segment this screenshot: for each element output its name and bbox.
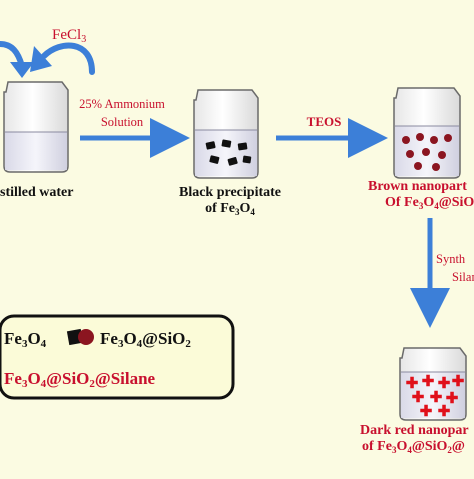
svg-text:✚: ✚: [430, 390, 443, 406]
fecl3-label: FeCl3: [52, 27, 86, 45]
legend-item-fe3o4-sio2-silane: Fe3O4@SiO2@Silane: [4, 369, 156, 390]
beaker-brown-nanoparticles: [393, 87, 461, 179]
svg-text:✚: ✚: [446, 391, 459, 407]
legend-item-fe3o4: Fe3O4: [4, 329, 47, 350]
svg-text:✚: ✚: [438, 404, 451, 420]
caption-black-line1: Black precipitate: [179, 185, 281, 200]
fecl3-addition-arrows: [0, 41, 95, 78]
legend-swatch-fe3o4-sio2: [78, 329, 94, 345]
legend-swatch-fe3o4: [66, 328, 84, 346]
caption-brown-line2: Of Fe3O4@SiO: [385, 195, 474, 211]
curved-arrow-right: [41, 42, 95, 75]
svg-text:✚: ✚: [412, 390, 425, 406]
caption-darkred-line1: Dark red nanopar: [360, 423, 469, 438]
arrow-head-left: [10, 62, 34, 78]
arrow-head-right: [30, 46, 52, 72]
black-particles: [205, 139, 252, 166]
svg-text:✚: ✚: [422, 374, 435, 390]
brown-particles: [402, 133, 452, 171]
svg-text:✚: ✚: [406, 376, 419, 392]
svg-text:✚: ✚: [420, 404, 433, 420]
legend-item-fe3o4-sio2: Fe3O4@SiO2: [100, 329, 191, 350]
beaker-distilled-water: [3, 81, 69, 173]
caption-black-line2: of Fe3O4: [205, 201, 255, 217]
beaker-dark-red-nanoparticles: ✚✚✚✚ ✚✚✚ ✚✚: [399, 347, 467, 421]
caption-brown-line1: Brown nanopart: [368, 179, 467, 194]
ammonium-label-line2: Solution: [101, 115, 144, 129]
silane-label-line1: Synth: [436, 252, 466, 266]
beaker-black-precipitate: [193, 89, 259, 179]
svg-text:✚: ✚: [438, 376, 451, 392]
legend: Fe3O4 Fe3O4@SiO2 Fe3O4@SiO2@Silane: [0, 314, 235, 400]
legend-box: [0, 314, 235, 400]
svg-text:✚: ✚: [452, 374, 465, 390]
caption-darkred-line2: of Fe3O4@SiO2@: [362, 439, 465, 455]
ammonium-label-line1: 25% Ammonium: [79, 97, 165, 111]
teos-label: TEOS: [307, 114, 342, 129]
dark-red-particles: ✚✚✚✚ ✚✚✚ ✚✚: [406, 374, 465, 420]
caption-distilled-water: stilled water: [0, 185, 73, 200]
silane-label-line2: Silan: [452, 270, 474, 284]
